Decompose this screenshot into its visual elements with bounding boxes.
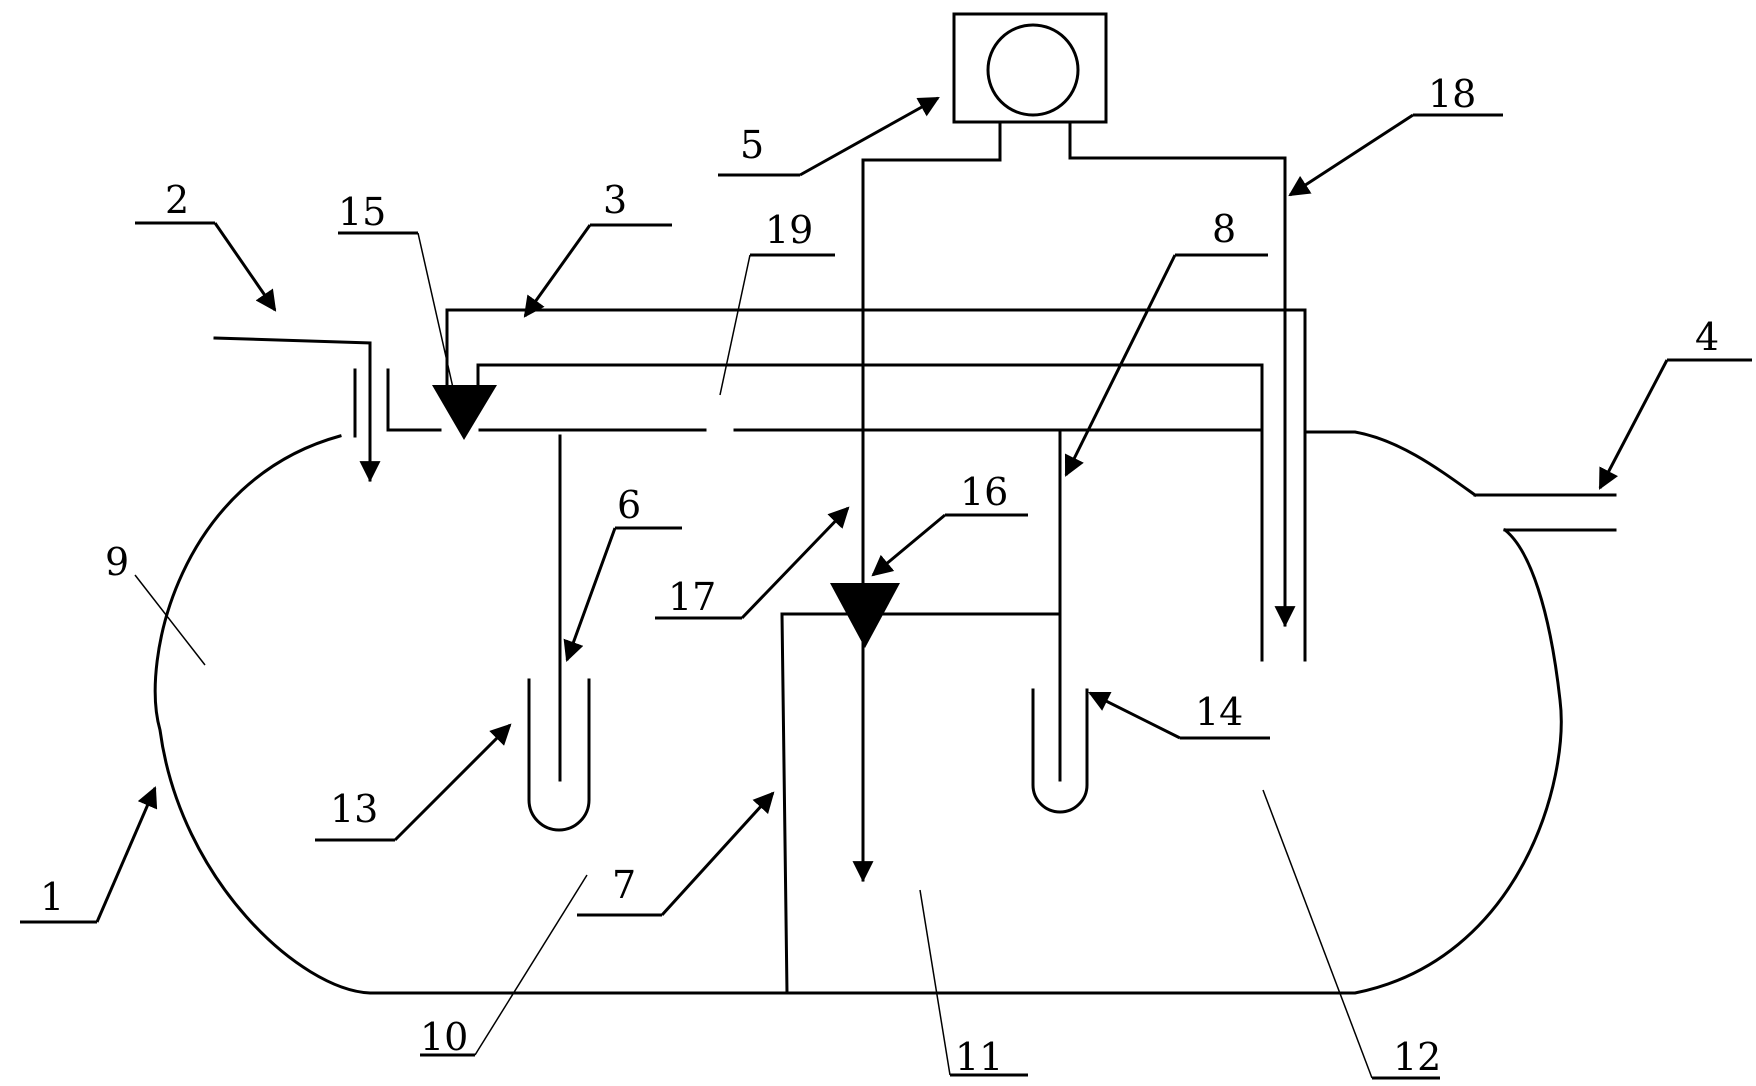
- label-19: 19: [765, 208, 813, 252]
- tank-shell: [153, 430, 1563, 995]
- label-3: 3: [603, 178, 627, 222]
- tube-14: [1031, 688, 1089, 814]
- arrow-4: [1598, 359, 1669, 490]
- label-12: 12: [1393, 1035, 1441, 1079]
- pipe-19: [476, 363, 1264, 662]
- label-18: 18: [1428, 72, 1476, 116]
- arrow-16: [871, 513, 946, 577]
- arrow-3: [523, 224, 592, 318]
- arrow-13: [393, 723, 512, 842]
- label-5: 5: [740, 123, 764, 167]
- arrow-17: [740, 506, 850, 620]
- pump-circle: [986, 23, 1080, 117]
- arrow-18: [1288, 113, 1414, 197]
- label-14: 14: [1195, 690, 1243, 734]
- pipe-17: [852, 120, 1002, 883]
- arrow-19: [719, 254, 751, 396]
- label-13: 13: [330, 787, 378, 831]
- arrow-14: [1088, 691, 1181, 740]
- arrow-1: [95, 786, 158, 923]
- partition-7: [780, 612, 1062, 995]
- label-10: 10: [420, 1015, 468, 1059]
- valve-15: [432, 385, 497, 440]
- inlet-top: [213, 336, 372, 345]
- label-1: 1: [40, 875, 64, 919]
- label-16: 16: [960, 470, 1008, 514]
- arrow-7: [660, 791, 775, 917]
- arrow-12: [1262, 789, 1373, 1079]
- arrow-6: [563, 527, 617, 662]
- label-15: 15: [338, 190, 386, 234]
- pipe-18: [1068, 120, 1296, 628]
- tube-13: [527, 678, 591, 832]
- leader-9: [134, 574, 206, 666]
- label-4: 4: [1695, 315, 1719, 359]
- arrow-10: [474, 874, 588, 1056]
- label-6: 6: [617, 483, 641, 527]
- arrow-15: [417, 232, 459, 411]
- label-8: 8: [1212, 207, 1236, 251]
- pump-box: [952, 12, 1108, 124]
- arrow-2: [213, 222, 277, 312]
- arrow-11: [919, 889, 951, 1076]
- pipe-3: [445, 308, 1307, 662]
- label-17: 17: [668, 575, 716, 619]
- label-7: 7: [612, 863, 636, 907]
- label-2: 2: [165, 178, 189, 222]
- arrow-8: [1064, 254, 1177, 477]
- label-9: 9: [105, 540, 129, 584]
- label-11: 11: [955, 1035, 1003, 1079]
- arrow-5: [799, 96, 940, 177]
